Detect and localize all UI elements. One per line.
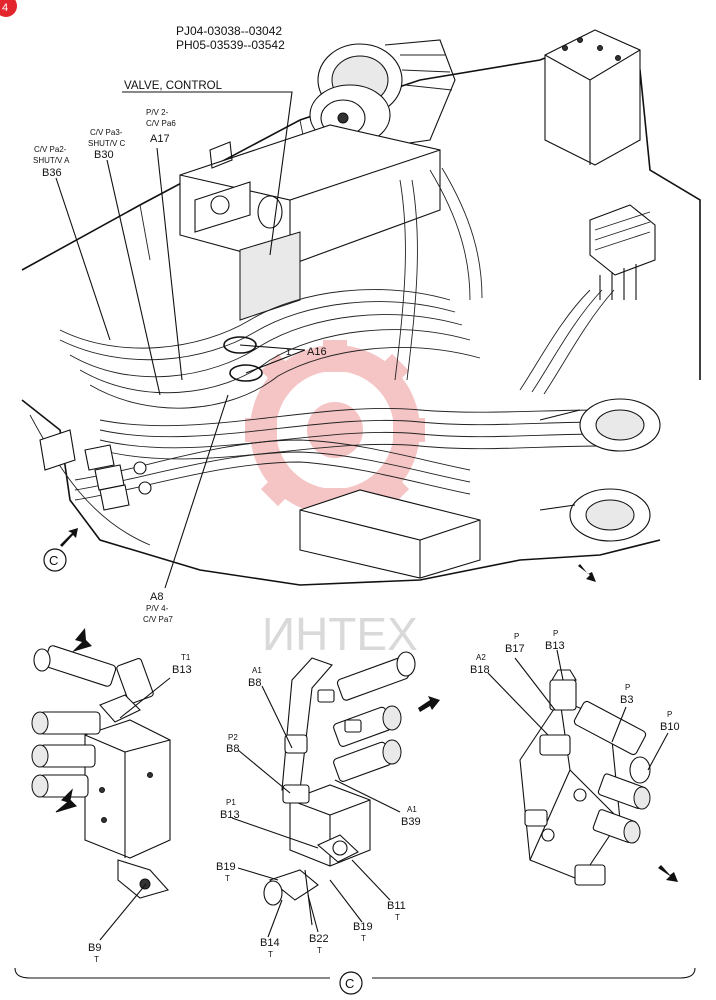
mid-b8b-code: B8 bbox=[226, 743, 239, 755]
b36-code: B36 bbox=[42, 167, 62, 179]
mid-b14-port: T bbox=[268, 950, 273, 959]
mid-b19a-port: T bbox=[225, 874, 230, 883]
control-valve-body bbox=[179, 124, 441, 321]
leader-a16 bbox=[239, 344, 306, 374]
main-assembly: VALVE, CONTROL P/V 2- C/V Pa6 A17 C/V Pa… bbox=[21, 29, 701, 624]
left-b9-code: B9 bbox=[88, 942, 101, 954]
mid-b11-code: B11 bbox=[387, 900, 406, 912]
leader-valve-control bbox=[122, 91, 293, 256]
mid-b8a-code: B8 bbox=[248, 677, 261, 689]
leader-a8 bbox=[164, 394, 229, 589]
a17-desc-1: P/V 2- bbox=[146, 108, 169, 117]
hose-clamp bbox=[223, 336, 257, 354]
lower-block bbox=[299, 489, 481, 579]
footer-c-letter: C bbox=[345, 976, 354, 991]
right-b17-code: B17 bbox=[505, 643, 525, 655]
leader-b36 bbox=[55, 177, 111, 341]
leader-a17 bbox=[156, 147, 183, 381]
right-b18-code: B18 bbox=[470, 664, 490, 676]
left-fittings bbox=[39, 429, 152, 511]
bearing-rings bbox=[539, 398, 661, 542]
page-badge: 4 bbox=[0, 0, 17, 17]
a17-desc-2: C/V Pa6 bbox=[146, 119, 176, 128]
mid-b19b-port: T bbox=[361, 934, 366, 943]
serial-line-2: PH05-03539--03542 bbox=[176, 38, 285, 52]
upright-post bbox=[544, 29, 641, 166]
mid-b14-code: B14 bbox=[260, 937, 280, 949]
a8-desc-1: P/V 4- bbox=[146, 604, 169, 613]
a8-code: A8 bbox=[150, 591, 163, 603]
mid-b19b-code: B19 bbox=[353, 921, 373, 933]
right-b3-port: P bbox=[625, 683, 630, 692]
valve-control-label: VALVE, CONTROL bbox=[124, 80, 223, 92]
left-b13-code: B13 bbox=[172, 664, 192, 676]
mid-direction-arrow-icon bbox=[418, 696, 440, 712]
leader-b30 bbox=[106, 159, 161, 396]
view-arrow-icon bbox=[60, 528, 78, 547]
right-b17-port: P bbox=[514, 632, 519, 641]
left-b13-port: T1 bbox=[181, 653, 191, 662]
serial-line-1: PJ04-03038--03042 bbox=[176, 24, 282, 38]
a17-code: A17 bbox=[150, 133, 170, 145]
mid-b8a-port: A1 bbox=[252, 666, 262, 675]
mid-b8b-port: P2 bbox=[228, 733, 238, 742]
b36-desc-2: SHUT/V A bbox=[33, 156, 70, 165]
view-c-letter: C bbox=[49, 553, 58, 568]
a16-num: 1 bbox=[286, 347, 291, 357]
mid-b22-port: T bbox=[317, 946, 322, 955]
detail-middle-valve: A1 B8 P2 B8 P1 B13 A1 B39 B19 T B11 T B1… bbox=[216, 651, 440, 959]
b30-desc-1: C/V Pa3- bbox=[90, 128, 123, 137]
hose-bundle bbox=[59, 167, 615, 501]
mid-b22-code: B22 bbox=[309, 933, 329, 945]
solenoid-valve-bank bbox=[589, 204, 656, 300]
left-direction-arrow-icon bbox=[72, 628, 92, 652]
right-b10-code: B10 bbox=[660, 721, 680, 733]
watermark-text: ИНТЕХ bbox=[262, 608, 418, 660]
right-direction-arrow-icon bbox=[658, 865, 678, 882]
left-b9-port: T bbox=[94, 955, 99, 964]
mid-b19a-code: B19 bbox=[216, 861, 236, 873]
footer-section-marker: C bbox=[14, 967, 696, 995]
direction-arrow-icon bbox=[578, 564, 596, 582]
a8-desc-2: C/V Pa7 bbox=[143, 615, 173, 624]
a16-code: A16 bbox=[307, 346, 327, 358]
mid-b39-code: B39 bbox=[401, 816, 421, 828]
page-badge-number: 4 bbox=[2, 2, 8, 14]
right-b18-port: A2 bbox=[476, 653, 486, 662]
mid-b13-port: P1 bbox=[226, 798, 236, 807]
right-b3-code: B3 bbox=[620, 694, 633, 706]
mid-b39-port: A1 bbox=[407, 805, 417, 814]
detail-right-valve: A2 B18 P B17 P B13 P B3 P B10 bbox=[470, 629, 680, 886]
right-b10-port: P bbox=[667, 710, 672, 719]
view-c-marker: C bbox=[43, 548, 67, 572]
mid-b11-port: T bbox=[395, 913, 400, 922]
b36-desc-1: C/V Pa2- bbox=[34, 145, 67, 154]
right-b13-port: P bbox=[553, 629, 558, 638]
detail-left-valve: T1 B13 B9 T bbox=[31, 628, 192, 964]
b30-code: B30 bbox=[94, 149, 114, 161]
b30-desc-2: SHUT/V C bbox=[88, 139, 126, 148]
mid-b13-code: B13 bbox=[220, 809, 240, 821]
watermark-gear-icon bbox=[245, 340, 425, 520]
right-b13-code: B13 bbox=[545, 640, 565, 652]
